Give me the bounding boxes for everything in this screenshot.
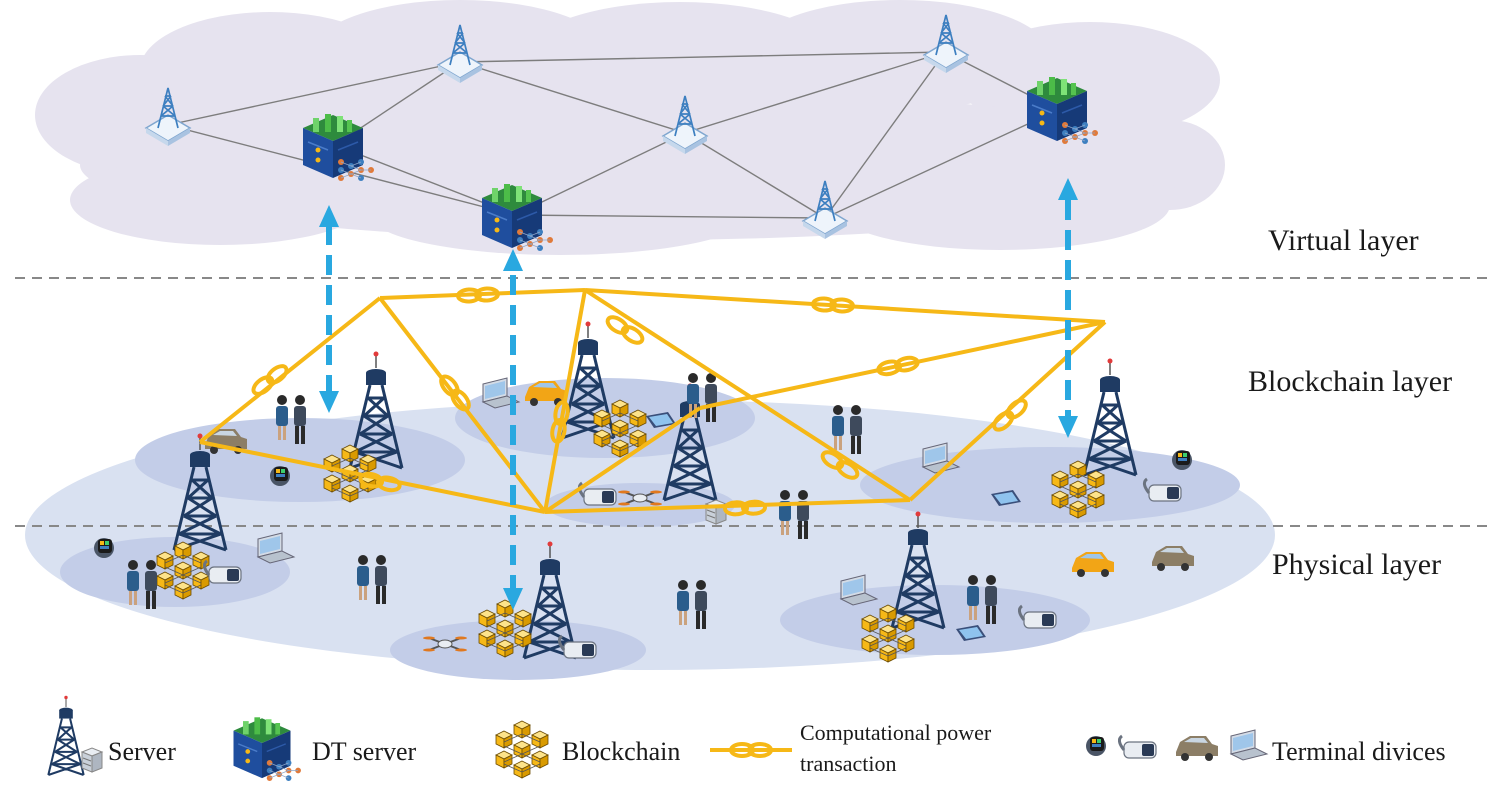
physical-layer-label: Physical layer [1272, 548, 1442, 581]
legend-transaction-label-line1: Computational power [800, 720, 992, 745]
sync-arrowheads [319, 178, 1078, 610]
virtual-layer-label: Virtual layer [1268, 224, 1419, 257]
legend-blockchain-icon [496, 721, 548, 778]
layer-separators [15, 277, 1490, 527]
legend-dt-server-label: DT server [312, 737, 417, 766]
legend-blockchain-label: Blockchain [562, 737, 681, 766]
legend-terminal-icon [1086, 729, 1268, 761]
sync-arrows [326, 200, 1071, 590]
legend-server-icon [47, 694, 103, 777]
transaction-lines [198, 288, 1107, 514]
cloud-background [35, 0, 1225, 255]
legend-terminal-label: Terminal divices [1272, 737, 1446, 766]
legend-dt-server-icon [232, 716, 302, 782]
legend-server-label: Server [108, 737, 176, 766]
legend-transaction-label-line2: transaction [800, 751, 897, 776]
blockchain-layer-label: Blockchain layer [1248, 365, 1453, 398]
legend-transaction-icon [710, 742, 792, 758]
